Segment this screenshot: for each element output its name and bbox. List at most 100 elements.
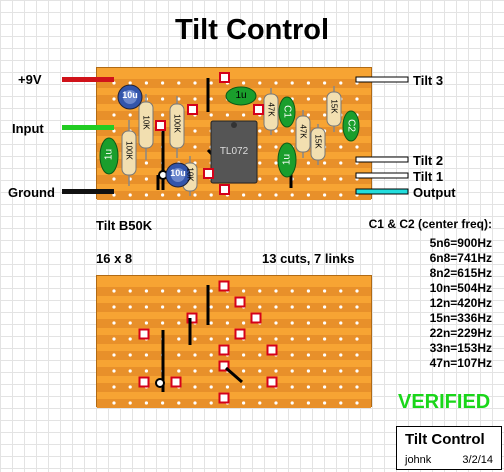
hole — [339, 369, 343, 373]
label-output: Output — [413, 185, 456, 200]
cut-top-4 — [253, 104, 264, 115]
hole — [290, 129, 294, 133]
cap-1u-b — [225, 86, 257, 106]
hole — [128, 401, 132, 405]
label-r15k-a: 15K — [329, 99, 339, 114]
cap-c1 — [278, 96, 296, 128]
hole — [177, 289, 181, 293]
label-plus9v: +9V — [18, 72, 42, 87]
hole — [242, 369, 246, 373]
hole — [112, 97, 116, 101]
hole — [242, 401, 246, 405]
hole — [209, 321, 213, 325]
hole — [258, 337, 262, 341]
cut-mark — [266, 344, 278, 356]
hole — [225, 305, 229, 309]
hole — [290, 337, 294, 341]
hole — [274, 161, 278, 165]
resistor-15k-b — [310, 124, 326, 165]
credit-title: Tilt Control — [405, 431, 485, 448]
credit-box: Tilt Control johnk 3/2/14 — [396, 426, 502, 470]
hole — [112, 353, 116, 357]
freq-row: 6n8=741Hz — [429, 251, 492, 265]
hole — [355, 97, 359, 101]
hole — [323, 81, 327, 85]
hole — [242, 385, 246, 389]
wire-input — [62, 125, 114, 130]
label-r47k-a: 47K — [266, 102, 276, 117]
label-pot: Tilt B50K — [96, 218, 153, 233]
hole — [209, 305, 213, 309]
hole — [242, 81, 246, 85]
cut-mark — [266, 376, 278, 388]
hole — [355, 353, 359, 357]
freq-row: 5n6=900Hz — [429, 236, 492, 250]
resistor-10k-a — [138, 94, 154, 160]
electrolytic-10u-a — [117, 84, 143, 110]
hole — [323, 305, 327, 309]
page-title: Tilt Control — [174, 14, 330, 46]
freq-row: 22n=229Hz — [429, 326, 492, 340]
hole — [355, 369, 359, 373]
electrolytic-10u-b — [165, 162, 191, 188]
hole — [258, 385, 262, 389]
cap-c2 — [342, 110, 360, 142]
hole — [193, 385, 197, 389]
resistor-100k-b — [121, 120, 137, 186]
hole — [274, 193, 278, 197]
hole — [177, 401, 181, 405]
hole — [306, 193, 310, 197]
cut-top-6 — [219, 184, 230, 195]
wire-ground — [62, 189, 114, 194]
hole — [306, 161, 310, 165]
hole — [274, 305, 278, 309]
hole — [339, 289, 343, 293]
hole — [209, 113, 213, 117]
hole — [355, 337, 359, 341]
cap-1u-a — [99, 137, 119, 175]
hole — [258, 353, 262, 357]
hole — [323, 385, 327, 389]
hole — [242, 353, 246, 357]
hole — [144, 305, 148, 309]
hole — [193, 129, 197, 133]
cut-top-3 — [155, 120, 166, 131]
hole — [209, 385, 213, 389]
cut-mark — [170, 376, 182, 388]
hole — [144, 401, 148, 405]
hole — [161, 193, 165, 197]
hole — [112, 337, 116, 341]
wire-output — [355, 188, 409, 195]
freq-table-header: C1 & C2 (center freq): — [368, 217, 492, 231]
hole — [339, 129, 343, 133]
hole — [339, 145, 343, 149]
label-r10k-b: 10K — [185, 167, 195, 182]
hole — [193, 193, 197, 197]
hole — [128, 369, 132, 373]
hole — [242, 193, 246, 197]
wire-tilt2 — [355, 156, 409, 163]
label-r10k-a: 10K — [141, 115, 151, 130]
hole — [258, 401, 262, 405]
hole — [306, 337, 310, 341]
hole — [161, 113, 165, 117]
label-cap10u-b: 10u — [170, 168, 186, 178]
hole — [323, 401, 327, 405]
wire-tilt1 — [355, 172, 409, 179]
label-c1: C1 — [281, 105, 293, 118]
hole — [209, 193, 213, 197]
hole — [128, 289, 132, 293]
hole — [161, 321, 165, 325]
hole — [193, 337, 197, 341]
label-ground: Ground — [8, 185, 55, 200]
hole — [274, 177, 278, 181]
hole — [112, 81, 116, 85]
hole — [177, 353, 181, 357]
hole — [258, 369, 262, 373]
hole — [323, 97, 327, 101]
hole — [355, 145, 359, 149]
hole — [177, 369, 181, 373]
label-input: Input — [12, 121, 44, 136]
hole — [128, 337, 132, 341]
